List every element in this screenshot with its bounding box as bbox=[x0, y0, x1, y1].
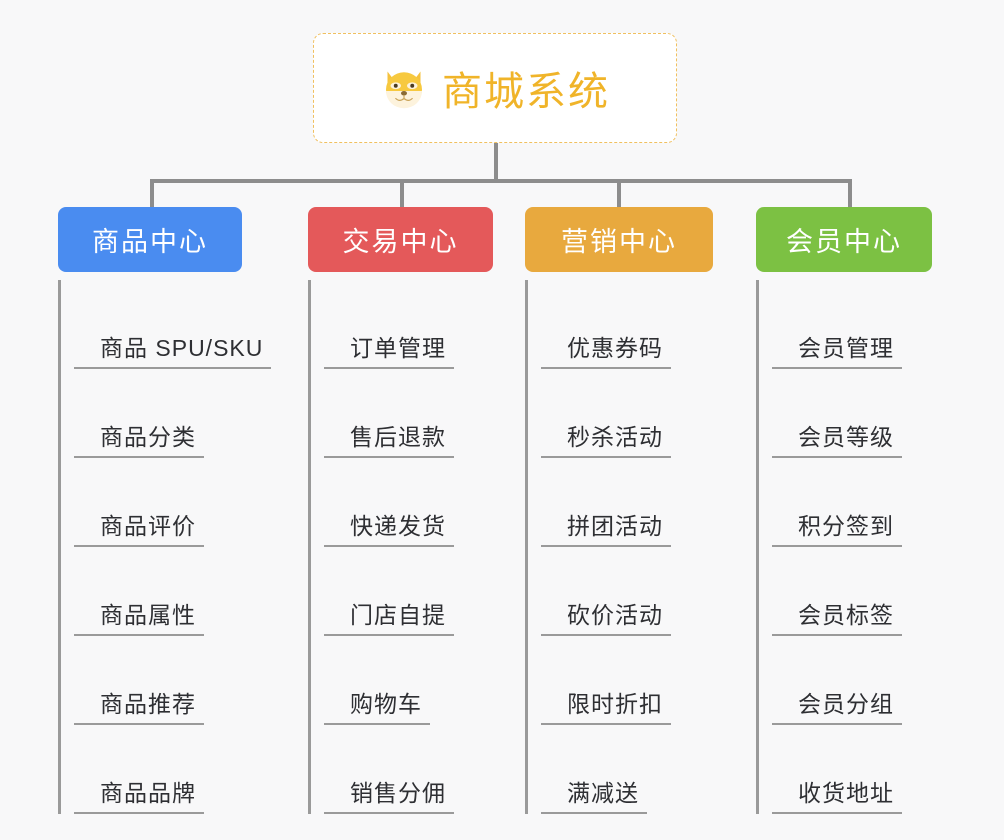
connector-root-stem bbox=[494, 143, 498, 181]
list-item[interactable]: 拼团活动 bbox=[541, 458, 740, 547]
root-node[interactable]: 商城系统 bbox=[313, 33, 677, 143]
leaf-label: 会员等级 bbox=[772, 418, 902, 458]
leaf-list-trade-center: 订单管理 售后退款 快递发货 门店自提 购物车 销售分佣 bbox=[308, 280, 523, 814]
list-item[interactable]: 会员标签 bbox=[772, 547, 971, 636]
list-item[interactable]: 快递发货 bbox=[324, 458, 523, 547]
category-label: 会员中心 bbox=[786, 227, 902, 257]
leaf-label: 商品属性 bbox=[74, 596, 204, 636]
category-box-marketing-center[interactable]: 营销中心 bbox=[525, 207, 713, 272]
leaf-label: 秒杀活动 bbox=[541, 418, 671, 458]
leaf-label: 门店自提 bbox=[324, 596, 454, 636]
list-item[interactable]: 售后退款 bbox=[324, 369, 523, 458]
leaf-label: 快递发货 bbox=[324, 507, 454, 547]
leaf-label: 拼团活动 bbox=[541, 507, 671, 547]
branch-product-center: 商品中心 商品 SPU/SKU 商品分类 商品评价 商品属性 商品推荐 商品品牌 bbox=[58, 207, 288, 814]
branch-member-center: 会员中心 会员管理 会员等级 积分签到 会员标签 会员分组 收货地址 bbox=[756, 207, 971, 814]
leaf-label: 满减送 bbox=[541, 774, 647, 814]
leaf-label: 商品品牌 bbox=[74, 774, 204, 814]
branch-marketing-center: 营销中心 优惠券码 秒杀活动 拼团活动 砍价活动 限时折扣 满减送 bbox=[525, 207, 740, 814]
category-box-trade-center[interactable]: 交易中心 bbox=[308, 207, 493, 272]
list-item[interactable]: 会员等级 bbox=[772, 369, 971, 458]
leaf-label: 订单管理 bbox=[324, 329, 454, 369]
category-box-product-center[interactable]: 商品中心 bbox=[58, 207, 242, 272]
leaf-label: 砍价活动 bbox=[541, 596, 671, 636]
connector-drop-member-center bbox=[848, 179, 852, 209]
list-item[interactable]: 购物车 bbox=[324, 636, 523, 725]
category-box-member-center[interactable]: 会员中心 bbox=[756, 207, 932, 272]
leaf-label: 商品评价 bbox=[74, 507, 204, 547]
category-label: 商品中心 bbox=[92, 227, 208, 257]
leaf-label: 商品 SPU/SKU bbox=[74, 329, 272, 369]
leaf-label: 优惠券码 bbox=[541, 329, 671, 369]
leaf-label: 商品推荐 bbox=[74, 685, 204, 725]
root-title: 商城系统 bbox=[442, 70, 610, 114]
list-item[interactable]: 订单管理 bbox=[324, 280, 523, 369]
list-item[interactable]: 秒杀活动 bbox=[541, 369, 740, 458]
list-item[interactable]: 收货地址 bbox=[772, 725, 971, 814]
leaf-label: 购物车 bbox=[324, 685, 430, 725]
category-label: 营销中心 bbox=[561, 227, 677, 257]
list-item[interactable]: 商品推荐 bbox=[74, 636, 288, 725]
list-item[interactable]: 销售分佣 bbox=[324, 725, 523, 814]
dog-face-icon bbox=[380, 64, 428, 112]
leaf-label: 会员标签 bbox=[772, 596, 902, 636]
list-item[interactable]: 积分签到 bbox=[772, 458, 971, 547]
leaf-label: 销售分佣 bbox=[324, 774, 454, 814]
leaf-label: 会员分组 bbox=[772, 685, 902, 725]
list-item[interactable]: 商品评价 bbox=[74, 458, 288, 547]
list-item[interactable]: 满减送 bbox=[541, 725, 740, 814]
category-label: 交易中心 bbox=[342, 227, 459, 257]
list-item[interactable]: 商品品牌 bbox=[74, 725, 288, 814]
connector-drop-trade-center bbox=[400, 179, 404, 209]
list-item[interactable]: 优惠券码 bbox=[541, 280, 740, 369]
leaf-list-member-center: 会员管理 会员等级 积分签到 会员标签 会员分组 收货地址 bbox=[756, 280, 971, 814]
list-item[interactable]: 商品 SPU/SKU bbox=[74, 280, 288, 369]
leaf-label: 会员管理 bbox=[772, 329, 902, 369]
leaf-label: 收货地址 bbox=[772, 774, 902, 814]
connector-bus bbox=[150, 179, 852, 183]
list-item[interactable]: 会员分组 bbox=[772, 636, 971, 725]
list-item[interactable]: 会员管理 bbox=[772, 280, 971, 369]
leaf-list-marketing-center: 优惠券码 秒杀活动 拼团活动 砍价活动 限时折扣 满减送 bbox=[525, 280, 740, 814]
leaf-label: 积分签到 bbox=[772, 507, 902, 547]
leaf-label: 限时折扣 bbox=[541, 685, 671, 725]
leaf-list-product-center: 商品 SPU/SKU 商品分类 商品评价 商品属性 商品推荐 商品品牌 bbox=[58, 280, 288, 814]
list-item[interactable]: 门店自提 bbox=[324, 547, 523, 636]
leaf-label: 售后退款 bbox=[324, 418, 454, 458]
connector-drop-marketing-center bbox=[617, 179, 621, 209]
list-item[interactable]: 砍价活动 bbox=[541, 547, 740, 636]
branch-trade-center: 交易中心 订单管理 售后退款 快递发货 门店自提 购物车 销售分佣 bbox=[308, 207, 523, 814]
list-item[interactable]: 限时折扣 bbox=[541, 636, 740, 725]
list-item[interactable]: 商品分类 bbox=[74, 369, 288, 458]
list-item[interactable]: 商品属性 bbox=[74, 547, 288, 636]
leaf-label: 商品分类 bbox=[74, 418, 204, 458]
connector-drop-product-center bbox=[150, 179, 154, 209]
